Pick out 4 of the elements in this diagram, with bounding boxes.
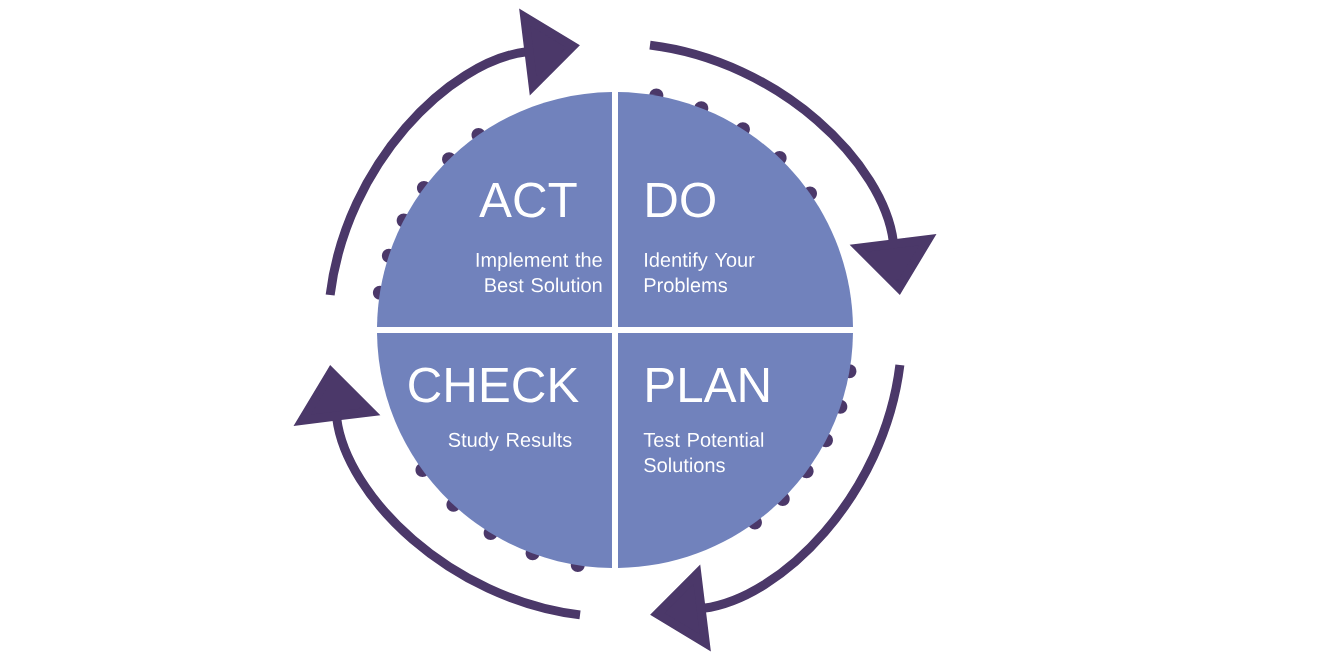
quadrant: PLAN Test Potential Solutions [618, 333, 853, 568]
quadrant: ACT Implement the Best Solution [377, 92, 612, 327]
quadrant: CHECK Study Results [377, 333, 612, 568]
quadrant: DO Identify Your Problems [618, 92, 853, 327]
